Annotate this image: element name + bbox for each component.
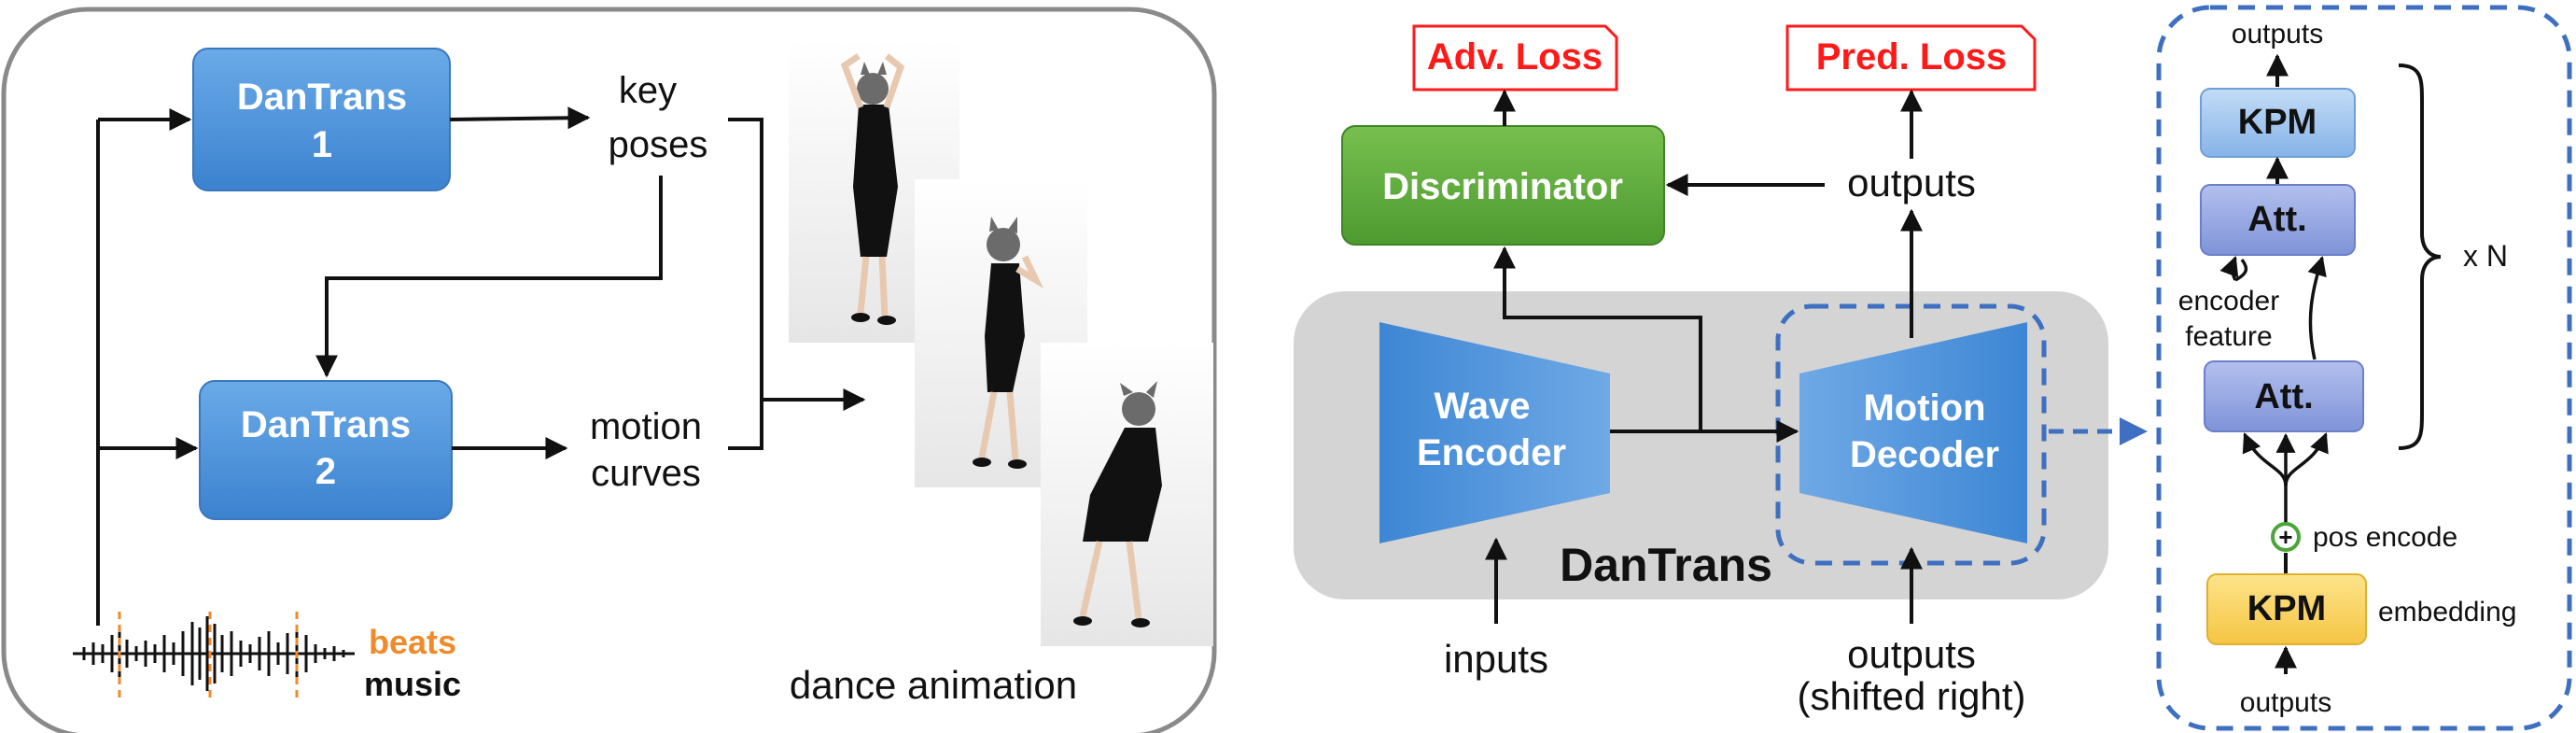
att-top-label: Att. — [2247, 200, 2306, 239]
att-bottom-label: Att. — [2254, 377, 2313, 416]
outputs-bottom-line2: (shifted right) — [1797, 674, 2025, 718]
kpm-top-box: KPM — [2200, 88, 2356, 158]
encoder-feature-line2: feature — [2185, 321, 2272, 352]
att-top-inputs — [2219, 255, 2327, 360]
pos-encode-adder — [2271, 522, 2301, 552]
inputs-label: inputs — [1444, 637, 1548, 681]
dantrans-label: DanTrans — [1560, 539, 1772, 591]
att-bottom-box: Att. — [2204, 360, 2364, 432]
adv-loss-label: Adv. Loss — [1427, 36, 1603, 78]
motion-curves-line2: curves — [591, 453, 701, 494]
wave-encoder-line1: Wave — [1434, 386, 1530, 427]
left-panel-frame — [1, 7, 1217, 733]
encoder-output-lines — [1493, 246, 1799, 443]
detail-outputs-bottom: outputs — [2240, 687, 2331, 718]
dance-figure-3 — [1041, 343, 1213, 646]
wave-encoder-line2: Encoder — [1417, 432, 1566, 473]
motion-decoder-line1: Motion — [1863, 388, 1985, 429]
xn-label: x N — [2463, 239, 2508, 273]
motion-decoder-block: Motion Decoder — [1799, 322, 2027, 543]
dance-figure-2 — [915, 179, 1087, 487]
dantrans2-line2: 2 — [315, 451, 336, 492]
arrow-dantrans1-keyposes — [449, 106, 591, 130]
att-top-box: Att. — [2200, 184, 2356, 256]
kpm-bottom-label: KPM — [2247, 589, 2326, 628]
dantrans2-box: DanTrans 2 — [199, 380, 453, 520]
outputs-bottom-line1: outputs — [1847, 632, 1976, 676]
arrow-keyposes-dantrans2 — [315, 176, 663, 378]
discriminator-label: Discriminator — [1382, 166, 1623, 207]
att-bottom-inputs — [2242, 432, 2329, 528]
adv-loss-box: Adv. Loss — [1412, 24, 1618, 92]
kpm-top-label: KPM — [2238, 103, 2317, 142]
right-panel-dashed-frame — [2156, 5, 2572, 731]
embedding-label: embedding — [2378, 597, 2516, 627]
discriminator-box: Discriminator — [1341, 125, 1665, 246]
bracket-to-animation — [728, 118, 866, 450]
kpm-bottom-box: KPM — [2206, 573, 2367, 645]
outputs-top-label: outputs — [1847, 161, 1976, 204]
music-input-lines — [96, 108, 199, 626]
repeat-brace — [2398, 63, 2442, 450]
detail-outputs-top: outputs — [2232, 19, 2323, 49]
beats-label: beats — [369, 623, 456, 661]
motion-curves-line1: motion — [590, 406, 702, 447]
pred-loss-label: Pred. Loss — [1816, 36, 2008, 78]
motion-decoder-line2: Decoder — [1850, 434, 1999, 475]
beat-markers — [118, 612, 299, 702]
wave-encoder-block: Wave Encoder — [1379, 322, 1610, 543]
pos-encode-label: pos encode — [2313, 522, 2457, 553]
pred-loss-box: Pred. Loss — [1785, 24, 2037, 92]
dantrans2-line1: DanTrans — [241, 404, 411, 445]
dantrans1-line1: DanTrans — [237, 77, 407, 118]
music-label: music — [364, 665, 461, 703]
dantrans1-box: DanTrans 1 — [192, 48, 451, 191]
music-waveform — [73, 616, 355, 691]
key-poses-line1: key — [619, 70, 677, 111]
dance-animation-label: dance animation — [790, 663, 1077, 707]
plus-icon: + — [2278, 523, 2292, 551]
dantrans1-line2: 1 — [312, 124, 332, 165]
encoder-feature-line1: encoder — [2178, 286, 2279, 317]
key-poses-line2: poses — [609, 124, 708, 165]
